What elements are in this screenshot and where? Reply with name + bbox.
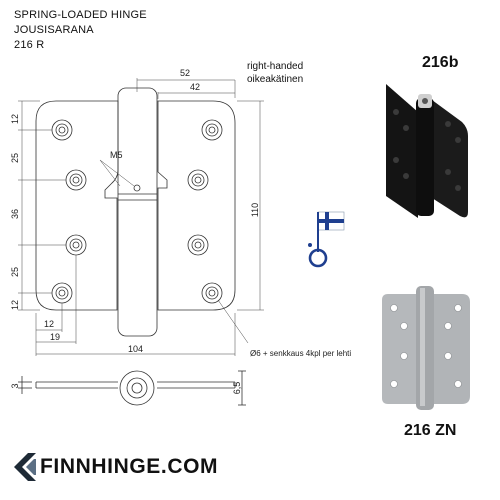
dim-top-inner: 42 xyxy=(190,82,200,92)
hinge-barrel xyxy=(117,87,158,337)
hole-left-3 xyxy=(65,234,87,256)
dim-left-25-lower: 25 xyxy=(10,267,20,277)
zinc-hinge-image xyxy=(382,286,470,410)
finnhinge-logo-icon xyxy=(14,453,36,481)
dim-height: 110 xyxy=(250,203,260,217)
dim-top-outer: 52 xyxy=(180,68,190,78)
dim-left-25-upper: 25 xyxy=(10,153,20,163)
product-title-fi: JOUSISARANA xyxy=(14,24,94,36)
hole-left-4 xyxy=(51,282,73,304)
hole-left-1 xyxy=(51,119,73,141)
hole-right-2 xyxy=(187,169,209,191)
handedness-fi: oikeakätinen xyxy=(247,74,304,85)
product-title-en: SPRING-LOADED HINGE xyxy=(14,9,147,21)
dim-left-12-bottom: 12 xyxy=(10,300,20,310)
hole-right-3 xyxy=(187,234,209,256)
model-label-zinc: 216 ZN xyxy=(404,422,457,439)
side-profile xyxy=(18,370,246,406)
handedness-label: right-handed oikeakätinen xyxy=(247,60,303,86)
finnish-flag-key-icon xyxy=(308,211,345,268)
hole-note: Ø6 + senkkaus 4kpl per lehti xyxy=(250,349,351,358)
title-block: SPRING-LOADED HINGE JOUSISARANA 216 R xyxy=(14,8,147,53)
dim-bottom-19: 19 xyxy=(50,332,60,342)
dim-left-12-top: 12 xyxy=(10,114,20,124)
hole-right-1 xyxy=(201,119,223,141)
m5-set-screw xyxy=(133,184,141,192)
handedness-en: right-handed xyxy=(247,61,304,72)
dim-side-3: 3 xyxy=(10,383,20,388)
left-leaf-outline xyxy=(35,100,119,311)
dim-bottom-12: 12 xyxy=(44,319,54,329)
dim-left-36: 36 xyxy=(10,209,20,219)
model-label-black: 216b xyxy=(422,54,459,71)
product-code: 216 R xyxy=(14,39,45,51)
brand-logo: FINNHINGE.COM xyxy=(14,453,218,481)
hole-right-4 xyxy=(201,282,223,304)
right-leaf-outline xyxy=(157,100,236,311)
hole-left-2 xyxy=(65,169,87,191)
black-hinge-image xyxy=(386,84,468,218)
dim-thread: M5 xyxy=(110,150,123,160)
dim-side-6-5: 6,5 xyxy=(232,382,242,395)
dim-width: 104 xyxy=(128,344,143,354)
screw-holes xyxy=(51,119,223,304)
brand-name: FINNHINGE.COM xyxy=(40,455,219,478)
